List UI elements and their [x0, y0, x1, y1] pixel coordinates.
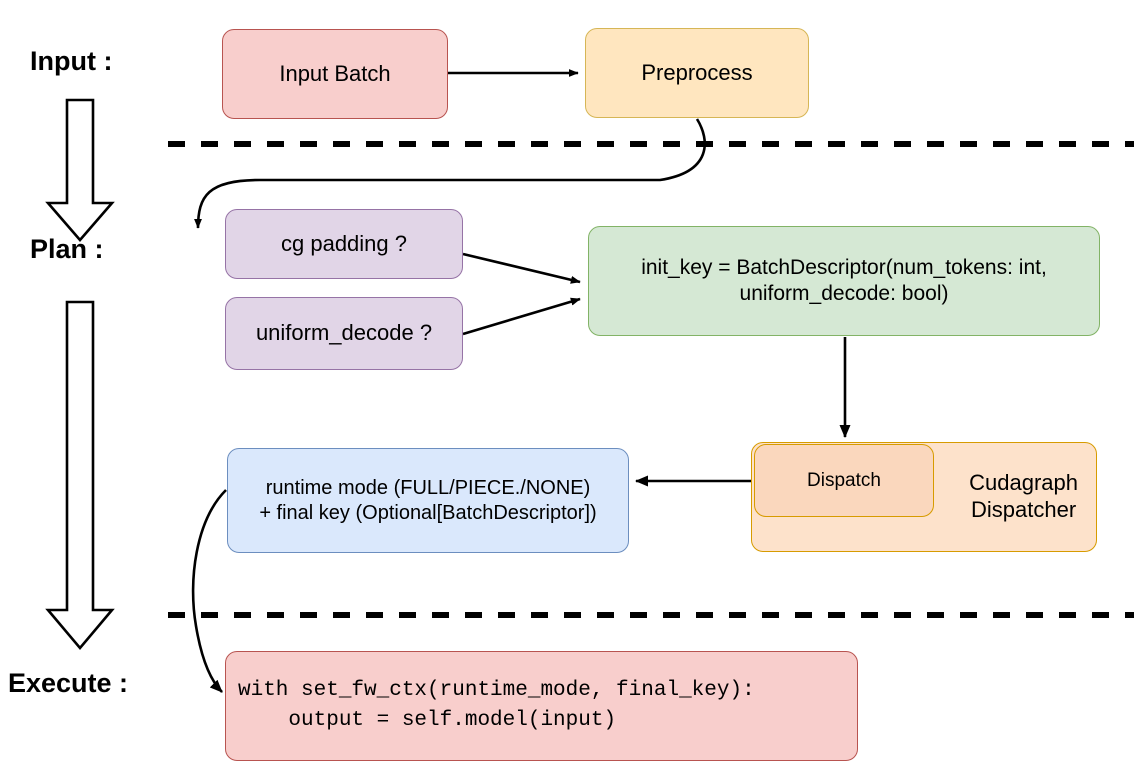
node-input-batch[interactable]: Input Batch	[222, 29, 448, 119]
plan-to-execute-flow-arrow	[45, 300, 115, 651]
node-code-block[interactable]: with set_fw_ctx(runtime_mode, final_key)…	[225, 651, 858, 761]
node-cudagraph-dispatcher-label: Cudagraph Dispatcher	[969, 470, 1078, 522]
node-dispatch[interactable]: Dispatch	[754, 444, 934, 517]
edge-uniform-decode-to-init-key	[462, 297, 581, 336]
node-runtime-mode-label: runtime mode (FULL/PIECE./NONE) + final …	[259, 477, 597, 524]
node-cg-padding-label: cg padding ?	[281, 230, 407, 256]
stage-label-plan: Plan :	[30, 234, 104, 264]
edge-cg-padding-to-init-key	[462, 252, 581, 284]
node-input-batch-label: Input Batch	[279, 60, 391, 86]
node-runtime-mode[interactable]: runtime mode (FULL/PIECE./NONE) + final …	[227, 448, 629, 553]
node-init-key-label: init_key = BatchDescriptor(num_tokens: i…	[641, 256, 1047, 305]
node-dispatch-label: Dispatch	[807, 469, 881, 491]
node-preprocess-label: Preprocess	[641, 59, 753, 85]
stage-label-input: Input :	[30, 46, 113, 76]
edge-runtime-mode-to-code	[191, 489, 227, 693]
node-init-key[interactable]: init_key = BatchDescriptor(num_tokens: i…	[588, 226, 1100, 336]
node-uniform-decode-label: uniform_decode ?	[255, 320, 433, 346]
input-to-plan-flow-arrow	[45, 98, 115, 242]
node-cg-padding[interactable]: cg padding ?	[225, 209, 463, 279]
node-preprocess[interactable]: Preprocess	[585, 28, 809, 118]
stage-label-execute: Execute :	[8, 668, 129, 698]
node-code-block-label: with set_fw_ctx(runtime_mode, final_key)…	[238, 678, 755, 732]
node-uniform-decode[interactable]: uniform_decode ?	[225, 297, 463, 370]
